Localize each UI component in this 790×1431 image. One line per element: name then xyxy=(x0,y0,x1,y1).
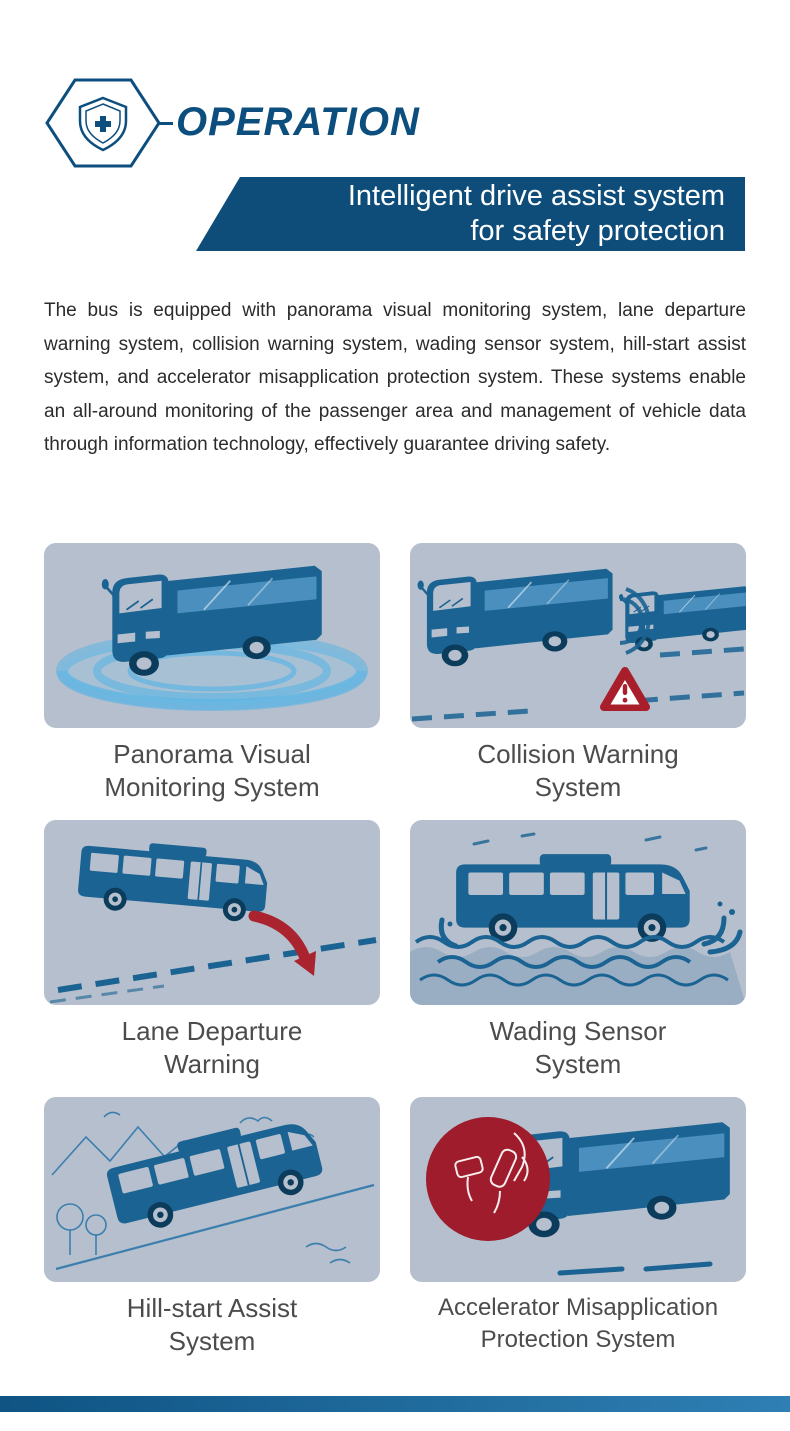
banner-line-1: Intelligent drive assist system xyxy=(347,180,725,212)
lane-departure-warning-illustration xyxy=(49,836,377,1004)
card-lane-departure-warning: Lane Departure Warning xyxy=(44,820,380,1097)
card-wading-sensor: Wading Sensor System xyxy=(410,820,746,1097)
card-caption-panorama: Panorama Visual Monitoring System xyxy=(104,739,320,802)
footer-accent-bar xyxy=(0,1396,790,1412)
card-caption-wading: Wading Sensor System xyxy=(489,1016,667,1079)
pedal-warning-icon xyxy=(426,1117,550,1241)
lane-departure-arrow-icon xyxy=(248,910,316,976)
card-image-wading xyxy=(410,820,746,1005)
subtitle-banner: Intelligent drive assist system for safe… xyxy=(196,177,745,251)
feature-card-grid: Panorama Visual Monitoring System xyxy=(44,543,746,1374)
card-image-collision xyxy=(410,543,746,728)
card-image-accelerator xyxy=(410,1097,746,1282)
card-image-hill-start xyxy=(44,1097,380,1282)
hill-start-assist-illustration xyxy=(51,1108,375,1271)
card-collision-warning: Collision Warning System xyxy=(410,543,746,820)
warning-triangle-icon xyxy=(600,667,650,711)
intro-paragraph: The bus is equipped with panorama visual… xyxy=(44,300,746,455)
collision-warning-illustration xyxy=(411,567,746,722)
shield-cross-hexagon-icon xyxy=(45,78,161,168)
card-image-lane-departure xyxy=(44,820,380,1005)
card-caption-lane-departure: Lane Departure Warning xyxy=(121,1016,303,1079)
header-connector-line xyxy=(158,122,173,125)
card-caption-hill-start: Hill-start Assist System xyxy=(126,1293,298,1356)
banner-line-2: for safety protection xyxy=(470,215,725,247)
card-caption-accelerator: Accelerator Misapplication Protection Sy… xyxy=(437,1294,719,1353)
page-title: OPERATION xyxy=(176,100,420,144)
card-panorama-visual-monitoring: Panorama Visual Monitoring System xyxy=(44,543,380,820)
card-image-panorama xyxy=(44,543,380,728)
card-caption-collision: Collision Warning System xyxy=(477,739,679,802)
card-accelerator-misapplication: Accelerator Misapplication Protection Sy… xyxy=(410,1097,746,1374)
card-hill-start-assist: Hill-start Assist System xyxy=(44,1097,380,1374)
accelerator-misapplication-protection-illustration xyxy=(426,1117,732,1276)
hill-scenery-outline xyxy=(51,1111,351,1264)
wading-sensor-illustration xyxy=(410,832,746,1005)
panorama-visual-monitoring-illustration xyxy=(56,564,368,711)
